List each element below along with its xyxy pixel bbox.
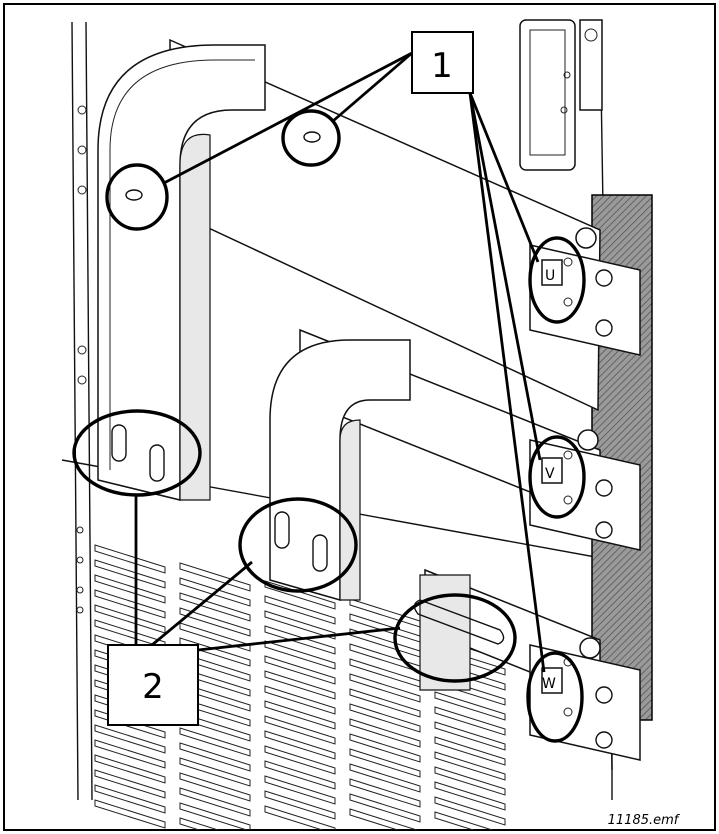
bolts-and-slots [111,131,505,645]
callout-1-ring-d [528,435,586,519]
callout-2-ring-c [393,593,517,683]
callout-1-ring-c [528,236,586,324]
phase-mark-w: W [542,676,556,692]
callout-1-ring-e [526,651,584,743]
terminal-u [529,227,641,356]
hinge [519,19,603,171]
callout-1-label: 1 [431,46,453,86]
callout-1-leaders [163,51,546,673]
phase-mark-u: U [545,268,555,284]
callout-2-ring-b [238,497,358,593]
lower-bracket [419,574,471,691]
terminal-v [529,429,641,551]
callout-2-label: 2 [142,667,164,707]
phase-mark-v: V [545,466,555,482]
busbar-u-large [97,44,266,501]
callout-2-box [107,644,199,726]
callout-1-box [411,31,474,94]
figure-filename: 11185.emf [608,813,681,828]
callout-1-ring-a [105,163,169,231]
callout-2-leaders [134,495,401,652]
callout-1-ring-b [281,109,341,167]
